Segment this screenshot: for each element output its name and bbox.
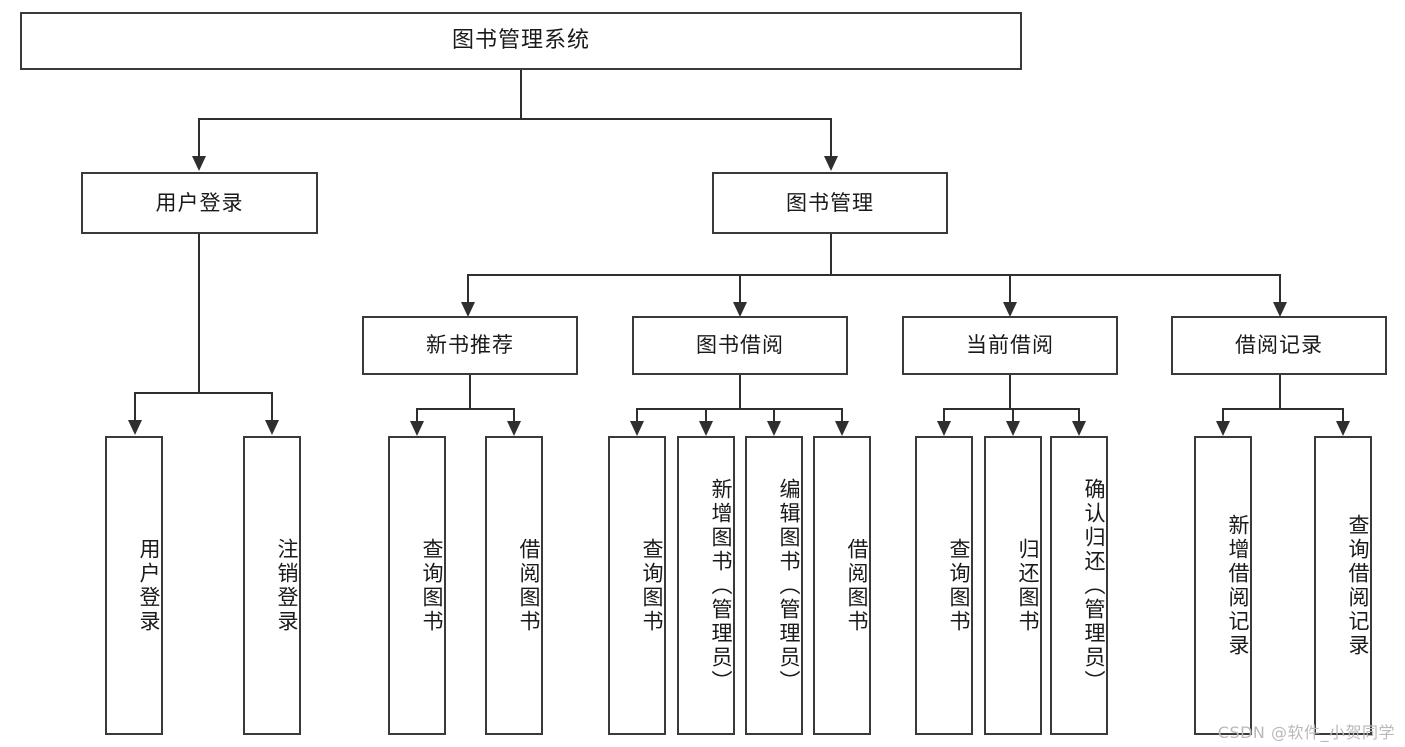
connector-borrow-record-bus xyxy=(1222,408,1343,410)
node-label: 图书借阅 xyxy=(696,333,784,358)
arrowhead-leaf-user-login-0 xyxy=(128,420,142,435)
leaf-book-borrow-1[interactable]: 新增图书（管理员） xyxy=(677,436,735,735)
connector-drop-leaf-new-book-0 xyxy=(416,408,418,422)
connector-drop-borrow-record xyxy=(1279,274,1281,302)
connector-book-borrow-bus xyxy=(636,408,842,410)
node-book-manage[interactable]: 图书管理 xyxy=(712,172,948,234)
connector-drop-new-book xyxy=(467,274,469,302)
node-book-borrow[interactable]: 图书借阅 xyxy=(632,316,848,375)
node-label: 新增借阅记录 xyxy=(1226,513,1250,658)
node-label: 新增图书（管理员） xyxy=(709,477,733,694)
arrowhead-borrow-record xyxy=(1273,302,1287,317)
node-label: 查询图书 xyxy=(420,537,444,634)
arrowhead-leaf-new-book-0 xyxy=(410,421,424,436)
connector-user-login-bus xyxy=(134,392,272,394)
connector-drop-user-login xyxy=(198,118,200,156)
node-label: 用户登录 xyxy=(137,537,161,634)
connector-drop-leaf-current-borrow-2 xyxy=(1078,408,1080,422)
leaf-borrow-record-0[interactable]: 新增借阅记录 xyxy=(1194,436,1252,735)
connector-drop-leaf-borrow-record-0 xyxy=(1222,408,1224,422)
leaf-book-borrow-3[interactable]: 借阅图书 xyxy=(813,436,871,735)
node-label: 借阅图书 xyxy=(845,537,869,634)
connector-new-book-bus xyxy=(416,408,514,410)
node-label: 图书管理系统 xyxy=(451,28,590,54)
node-label: 新书推荐 xyxy=(426,333,514,358)
node-current-borrow[interactable]: 当前借阅 xyxy=(902,316,1118,375)
connector-drop-book-manage xyxy=(830,118,832,156)
connector-drop-leaf-book-borrow-3 xyxy=(841,408,843,422)
connector-drop-leaf-current-borrow-1 xyxy=(1012,408,1014,422)
leaf-new-book-recommend-1[interactable]: 借阅图书 xyxy=(485,436,543,735)
node-label: 归还图书 xyxy=(1016,537,1040,634)
leaf-user-login-0[interactable]: 用户登录 xyxy=(105,436,163,735)
leaf-current-borrow-2[interactable]: 确认归还（管理员） xyxy=(1050,436,1108,735)
csdn-watermark: CSDN @软件_小贺同学 xyxy=(1217,723,1395,742)
connector-drop-leaf-new-book-1 xyxy=(513,408,515,422)
connector-drop-leaf-book-borrow-0 xyxy=(636,408,638,422)
arrowhead-leaf-book-borrow-2 xyxy=(767,421,781,436)
arrowhead-user-login xyxy=(192,156,206,171)
node-label: 用户登录 xyxy=(155,190,244,215)
arrowhead-leaf-current-borrow-1 xyxy=(1006,421,1020,436)
node-label: 查询图书 xyxy=(947,537,971,634)
leaf-borrow-record-1[interactable]: 查询借阅记录 xyxy=(1314,436,1372,735)
connector-drop-current-borrow xyxy=(1009,274,1011,302)
connector-user-login-stem xyxy=(198,234,200,392)
connector-drop-leaf-borrow-record-1 xyxy=(1342,408,1344,422)
connector-drop-book-borrow xyxy=(739,274,741,302)
connector-drop-leaf-book-borrow-2 xyxy=(773,408,775,422)
node-label: 图书管理 xyxy=(786,190,874,215)
arrowhead-leaf-book-borrow-0 xyxy=(630,421,644,436)
node-root-system[interactable]: 图书管理系统 xyxy=(20,12,1022,70)
arrowhead-leaf-current-borrow-0 xyxy=(937,421,951,436)
arrowhead-leaf-borrow-record-0 xyxy=(1216,421,1230,436)
connector-new-book-stem xyxy=(469,375,471,408)
connector-current-borrow-bus xyxy=(943,408,1079,410)
connector-root-stem xyxy=(520,70,522,118)
connector-current-borrow-stem xyxy=(1009,375,1011,408)
arrowhead-leaf-new-book-1 xyxy=(507,421,521,436)
connector-borrow-record-stem xyxy=(1279,375,1281,408)
leaf-book-borrow-0[interactable]: 查询图书 xyxy=(608,436,666,735)
node-label: 当前借阅 xyxy=(966,333,1054,358)
arrowhead-leaf-borrow-record-1 xyxy=(1336,421,1350,436)
leaf-current-borrow-1[interactable]: 归还图书 xyxy=(984,436,1042,735)
node-user-login[interactable]: 用户登录 xyxy=(81,172,318,234)
leaf-new-book-recommend-0[interactable]: 查询图书 xyxy=(388,436,446,735)
arrowhead-book-borrow xyxy=(733,302,747,317)
connector-book-borrow-stem xyxy=(739,375,741,408)
node-new-book-recommend[interactable]: 新书推荐 xyxy=(362,316,578,375)
arrowhead-leaf-book-borrow-3 xyxy=(835,421,849,436)
leaf-current-borrow-0[interactable]: 查询图书 xyxy=(915,436,973,735)
node-label: 编辑图书（管理员） xyxy=(777,477,801,694)
connector-drop-leaf-book-borrow-1 xyxy=(705,408,707,422)
connector-drop-leaf-user-login-0 xyxy=(134,392,136,420)
connector-level3-bus xyxy=(467,274,1281,276)
node-label: 查询借阅记录 xyxy=(1346,513,1370,658)
node-label: 借阅记录 xyxy=(1235,333,1323,358)
node-label: 确认归还（管理员） xyxy=(1082,477,1106,694)
arrowhead-book-manage xyxy=(824,156,838,171)
leaf-book-borrow-2[interactable]: 编辑图书（管理员） xyxy=(745,436,803,735)
arrowhead-leaf-user-login-1 xyxy=(265,420,279,435)
node-label: 借阅图书 xyxy=(517,537,541,634)
arrowhead-new-book xyxy=(461,302,475,317)
connector-drop-leaf-user-login-1 xyxy=(271,392,273,420)
connector-level2-bus xyxy=(198,118,832,120)
node-label: 查询图书 xyxy=(640,537,664,634)
node-borrow-record[interactable]: 借阅记录 xyxy=(1171,316,1387,375)
connector-drop-leaf-current-borrow-0 xyxy=(943,408,945,422)
arrowhead-current-borrow xyxy=(1003,302,1017,317)
connector-book-manage-stem xyxy=(830,234,832,274)
arrowhead-leaf-book-borrow-1 xyxy=(699,421,713,436)
node-label: 注销登录 xyxy=(275,537,299,634)
leaf-user-login-1[interactable]: 注销登录 xyxy=(243,436,301,735)
arrowhead-leaf-current-borrow-2 xyxy=(1072,421,1086,436)
